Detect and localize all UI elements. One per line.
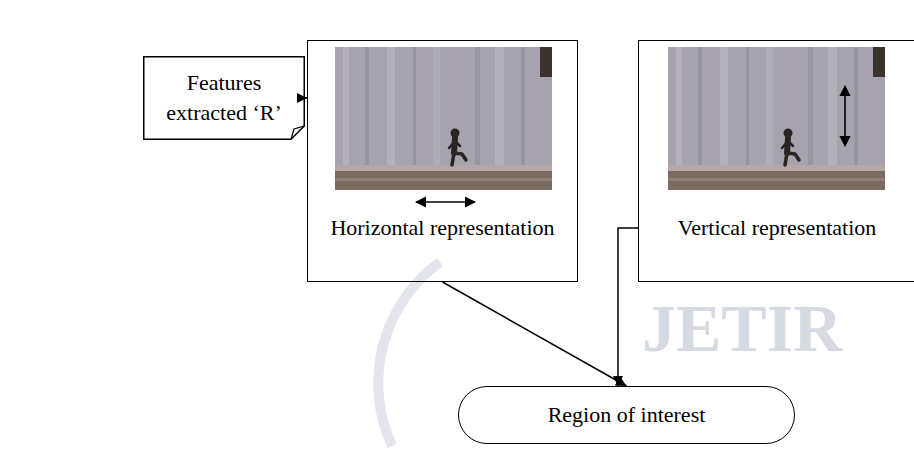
note-fold xyxy=(291,126,304,139)
note-outline xyxy=(143,56,305,140)
note-box: Features extracted ‘R’ xyxy=(143,56,305,140)
terminal-box: Region of interest xyxy=(458,386,795,444)
note-border xyxy=(144,57,305,140)
node-label: Vertical representation xyxy=(639,213,914,243)
runner-photo xyxy=(335,47,552,190)
process-box: Horizontal representation xyxy=(307,40,578,282)
watermark: JETIR xyxy=(642,294,842,362)
node-label: Horizontal representation xyxy=(308,213,577,243)
watermark-arc xyxy=(378,262,440,446)
node-label: Features extracted ‘R’ xyxy=(143,64,305,132)
arrow-connector xyxy=(618,228,638,386)
node-label: Region of interest xyxy=(548,400,706,430)
process-box: Vertical representation xyxy=(638,40,914,282)
runner-photo xyxy=(668,47,885,190)
horizontal-double-arrow xyxy=(416,201,475,203)
arrow-connector xyxy=(443,282,627,386)
vertical-double-arrow xyxy=(844,86,846,146)
